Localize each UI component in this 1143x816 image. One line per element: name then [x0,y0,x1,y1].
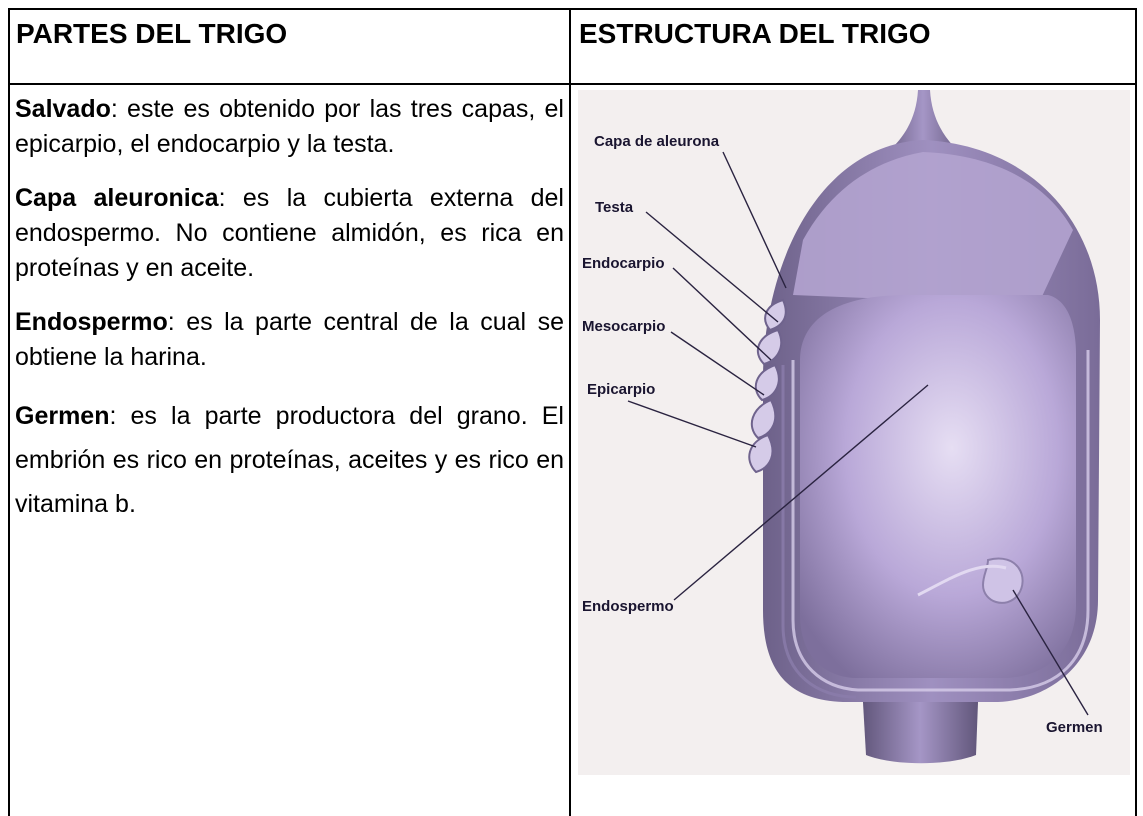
parts-description: Salvado: este es obtenido por las tres c… [15,92,564,545]
grain-layer-line-2 [781,365,857,699]
term-salvado: Salvado [15,95,111,123]
term-endospermo: Endospermo [15,308,168,336]
grain-layer-folds [748,298,787,474]
desc-salvado: : este es obtenido por las tres capas, e… [15,95,564,158]
grain-cut-top [793,152,1073,305]
header-divider [8,83,1137,85]
header-partes: PARTES DEL TRIGO [16,18,288,49]
label-endospermo: Endospermo [582,598,674,615]
column-divider [569,8,571,816]
grain-endosperm [800,295,1076,678]
label-mesocarpio: Mesocarpio [582,318,665,335]
part-salvado: Salvado: este es obtenido por las tres c… [15,92,564,162]
desc-capa-aleuronica: : es la cubierta externa del endospermo.… [15,184,564,282]
table-border-top [8,8,1137,10]
part-germen: Germen: es la parte productora del grano… [15,394,564,526]
desc-germen: : es la parte productora del grano. El e… [15,402,564,518]
table-border-right [1135,8,1137,816]
label-epicarpio: Epicarpio [587,381,655,398]
grain-layer-line [791,350,1090,692]
part-capa-aleuronica: Capa aleuronica: es la cubierta externa … [15,181,564,286]
grain-germ [981,557,1024,604]
leader-lines [627,151,1089,716]
term-germen: Germen [15,402,110,430]
part-endospermo: Endospermo: es la parte central de la cu… [15,305,564,375]
label-capa-aleurona: Capa de aleurona [594,133,720,150]
label-germen: Germen [1046,719,1103,736]
label-testa: Testa [595,199,634,216]
grain-germ-curl [917,564,1007,597]
table-border-left [8,8,10,816]
header-estructura: ESTRUCTURA DEL TRIGO [579,18,931,49]
desc-endospermo: : es la parte central de la cual se obti… [15,308,564,371]
term-capa-aleuronica: Capa aleuronica [15,184,219,212]
wheat-structure-diagram: Capa de aleurona Testa Endocarpio Mesoca… [578,90,1130,775]
label-endocarpio: Endocarpio [582,255,665,272]
wheat-grain-illustration: Capa de aleurona Testa Endocarpio Mesoca… [582,90,1103,764]
